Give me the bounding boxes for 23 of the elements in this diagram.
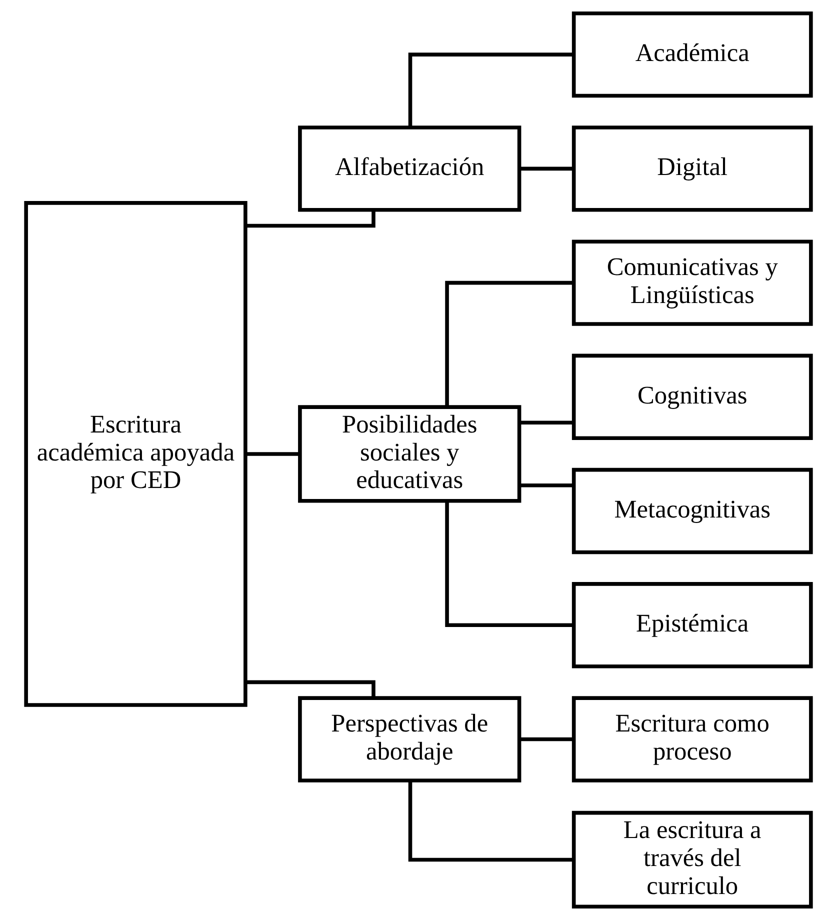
connector xyxy=(519,483,574,488)
node-box: Perspectivas de abordaje xyxy=(298,696,522,782)
node-box: Epistémica xyxy=(572,582,813,668)
connector xyxy=(519,737,574,742)
connector xyxy=(408,780,574,862)
connector xyxy=(246,680,376,698)
node-box: Escritura como proceso xyxy=(572,696,813,782)
node-box: Comunicativas y Lingüísticas xyxy=(572,240,813,326)
node-box: Escritura académica apoyada por CED xyxy=(24,201,248,707)
node-box: Metacognitivas xyxy=(572,468,813,554)
node-box: Académica xyxy=(572,11,813,98)
connector xyxy=(445,280,574,407)
connector xyxy=(445,501,574,628)
node-box: Alfabetización xyxy=(298,126,522,212)
connector xyxy=(519,166,574,171)
node-box: Posibilidades sociales y educativas xyxy=(298,405,522,503)
node-box: Cognitivas xyxy=(572,354,813,440)
connector xyxy=(408,52,574,128)
node-box: La escritura a través del curriculo xyxy=(572,810,813,909)
connector xyxy=(246,210,376,228)
connector xyxy=(246,452,300,456)
connector xyxy=(519,420,574,424)
node-box: Digital xyxy=(572,126,813,212)
